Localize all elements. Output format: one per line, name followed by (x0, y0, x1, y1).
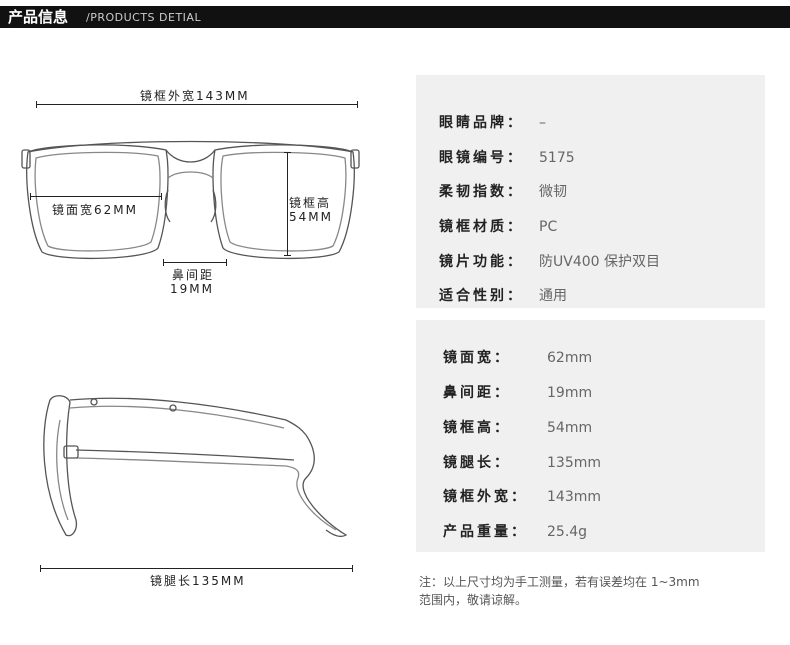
spec-label: 镜框外宽： (443, 489, 528, 505)
lens-width-dimension (30, 193, 162, 200)
lens-height-label-1: 镜框高 (289, 196, 332, 210)
spec-value: 62mm (547, 350, 593, 366)
frame-width-dimension (36, 101, 358, 108)
glasses-side-view (43, 395, 348, 537)
info-value: PC (539, 219, 558, 235)
glasses-front-view (21, 140, 360, 260)
product-info-panel: 眼睛品牌： – 眼镜编号： 5175 柔韧指数： 微韧 镜框材质： PC 镜片功… (416, 75, 765, 308)
info-value: 通用 (539, 288, 567, 304)
note-line-2: 范围内，敬请谅解。 (419, 593, 528, 607)
info-value: 5175 (539, 150, 575, 166)
note-line-1: 注：以上尺寸均为手工测量，若有误差均在 1~3mm (419, 575, 700, 589)
spec-label: 镜面宽： (443, 350, 511, 366)
spec-label: 镜腿长： (443, 455, 511, 471)
lens-height-dimension (284, 152, 291, 256)
spec-value: 143mm (547, 489, 601, 505)
info-label: 镜框材质： (439, 219, 524, 235)
spec-label: 鼻间距： (443, 385, 511, 401)
lens-width-label: 镜面宽62MM (52, 203, 138, 217)
info-label: 镜片功能： (439, 254, 524, 270)
bridge-label-2: 19MM (170, 282, 214, 296)
info-label: 适合性别： (439, 288, 524, 304)
spec-value: 54mm (547, 420, 593, 436)
frame-width-label: 镜框外宽143MM (140, 89, 250, 103)
info-label: 眼睛品牌： (439, 115, 524, 131)
spec-value: 25.4g (547, 524, 588, 540)
header-title: 产品信息 (8, 8, 69, 26)
info-label: 柔韧指数： (439, 184, 524, 200)
header-subtitle: /PRODUCTS DETIAL (86, 11, 202, 24)
info-value: 防UV400 保护双目 (539, 254, 660, 270)
lens-height-label-2: 54MM (289, 210, 333, 224)
info-value: – (539, 115, 546, 131)
measurement-note: 注：以上尺寸均为手工测量，若有误差均在 1~3mm 范围内，敬请谅解。 (419, 573, 759, 609)
spec-value: 19mm (547, 385, 593, 401)
section-header: 产品信息 /PRODUCTS DETIAL (0, 6, 790, 28)
spec-label: 产品重量： (443, 524, 528, 540)
spec-value: 135mm (547, 455, 601, 471)
info-label: 眼镜编号： (439, 150, 524, 166)
info-value: 微韧 (539, 184, 567, 200)
temple-length-dimension (40, 565, 353, 572)
temple-length-label: 镜腿长135MM (150, 574, 246, 588)
bridge-dimension (163, 259, 227, 266)
spec-label: 镜框高： (443, 420, 511, 436)
bridge-label-1: 鼻间距 (172, 268, 215, 282)
spec-panel: 镜面宽： 62mm 鼻间距： 19mm 镜框高： 54mm 镜腿长： 135mm… (416, 320, 765, 552)
